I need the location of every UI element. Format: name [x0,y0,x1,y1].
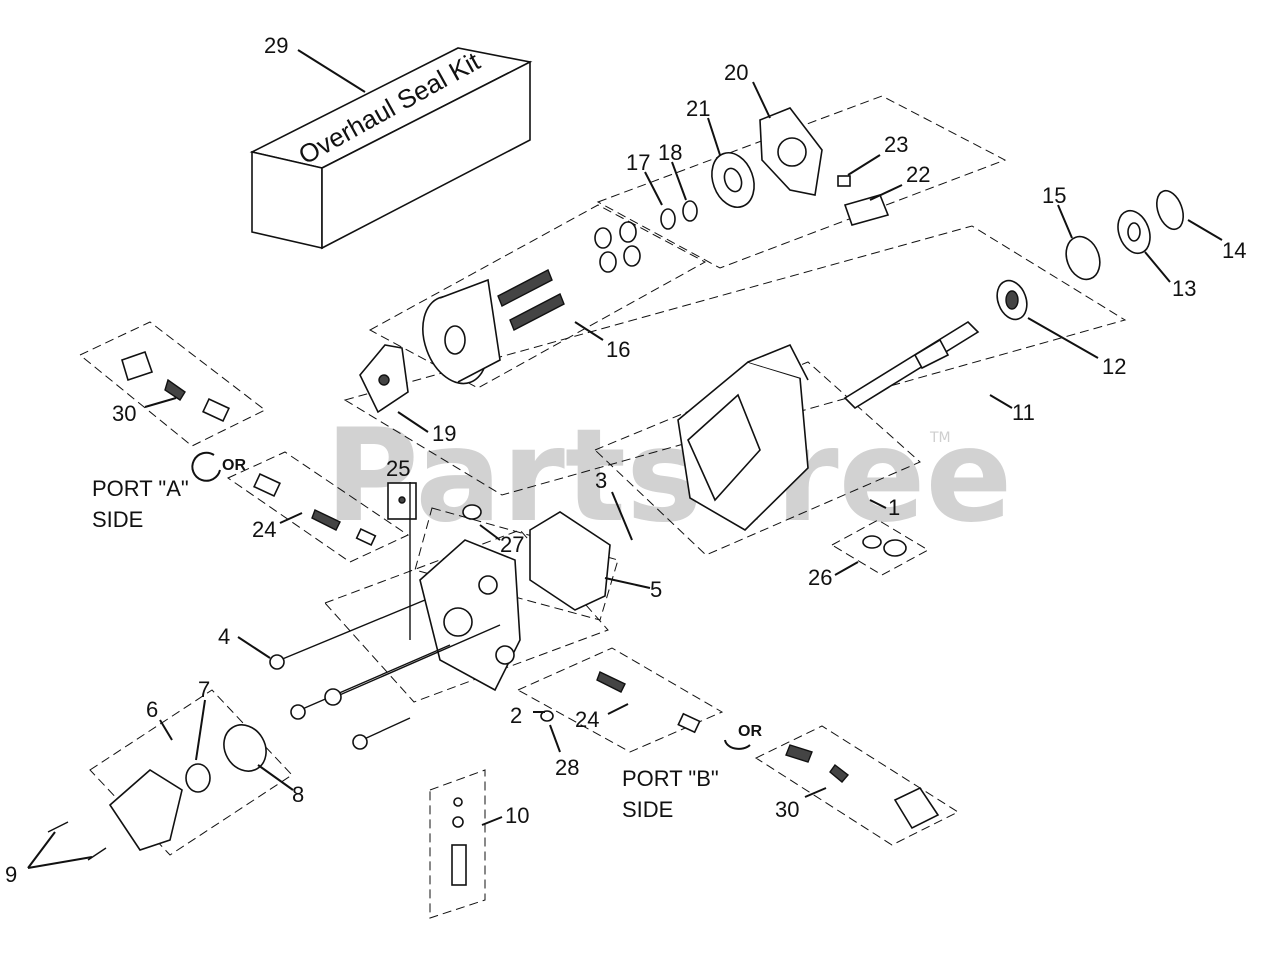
callout-2[interactable]: 2 [510,703,522,728]
bolt-parts[interactable] [290,624,501,750]
callout-27[interactable]: 27 [500,532,524,557]
port-a-line1: PORT "A" [92,476,189,501]
relief-valve-part-b[interactable] [596,671,701,734]
assembly-planes [79,95,1127,856]
callout-8[interactable]: 8 [292,782,304,807]
end-cap-part[interactable] [759,107,823,196]
watermark-text: PartsTree [325,402,1012,551]
plate-part[interactable] [387,482,417,520]
callout-25[interactable]: 25 [386,456,410,481]
callout-5[interactable]: 5 [650,577,662,602]
bearing-part[interactable] [705,147,762,213]
center-section-part[interactable] [419,539,521,692]
port-b-or: OR [738,723,762,740]
callout-15[interactable]: 15 [1042,183,1066,208]
seal-kit-box[interactable]: Overhaul Seal Kit [249,46,533,250]
plug-part[interactable] [462,504,482,520]
callout-29[interactable]: 29 [264,33,288,58]
callout-26[interactable]: 26 [808,565,832,590]
callout-9[interactable]: 9 [5,862,17,887]
callout-6[interactable]: 6 [146,697,158,722]
trunnion-shaft-part[interactable] [837,175,890,226]
fitting-part[interactable] [429,769,486,919]
port-a-label: OR PORT "A" SIDE [92,451,246,532]
port-b-line1: PORT "B" [622,766,719,791]
callout-22[interactable]: 22 [906,162,930,187]
callout-12[interactable]: 12 [1102,354,1126,379]
swashplate-part[interactable] [359,344,409,414]
input-shaft-part[interactable] [843,276,1032,410]
callout-24-top[interactable]: 24 [252,517,276,542]
callout-7[interactable]: 7 [198,677,210,702]
callout-20[interactable]: 20 [724,60,748,85]
watermark-trademark: TM [929,430,951,446]
check-valve-part-a[interactable] [121,350,230,423]
callout-30-top[interactable]: 30 [112,401,136,426]
port-b-label: OR PORT "B" SIDE [622,723,762,822]
callout-21[interactable]: 21 [686,96,710,121]
callout-14[interactable]: 14 [1222,238,1246,263]
cylinder-block-part[interactable] [411,221,641,393]
callout-24-bottom[interactable]: 24 [575,707,599,732]
callout-23[interactable]: 23 [884,132,908,157]
leader-lines [27,49,1223,869]
port-a-line2: SIDE [92,507,143,532]
washer-part[interactable] [862,535,907,557]
callout-10[interactable]: 10 [505,803,529,828]
callout-17[interactable]: 17 [626,150,650,175]
port-b-line2: SIDE [622,797,673,822]
callout-16[interactable]: 16 [606,337,630,362]
callout-4[interactable]: 4 [218,624,230,649]
cover-parts[interactable] [47,717,274,861]
housing-part[interactable] [677,343,809,531]
callout-18[interactable]: 18 [658,140,682,165]
callout-19[interactable]: 19 [432,421,456,446]
check-valve-part-b[interactable] [785,744,940,830]
callout-28[interactable]: 28 [555,755,579,780]
callout-3[interactable]: 3 [595,468,607,493]
callout-30-bottom[interactable]: 30 [775,797,799,822]
shaft-seal-parts[interactable] [1060,187,1188,284]
small-rings-part[interactable] [660,200,698,230]
relief-valve-part-a[interactable] [253,472,377,546]
port-a-or: OR [222,457,246,474]
callout-11[interactable]: 11 [1012,400,1035,425]
callout-1[interactable]: 1 [888,495,900,520]
bolt-part-4[interactable] [269,599,426,670]
callout-13[interactable]: 13 [1172,276,1196,301]
gasket-part[interactable] [529,511,611,611]
plug-part-28[interactable] [540,710,554,722]
